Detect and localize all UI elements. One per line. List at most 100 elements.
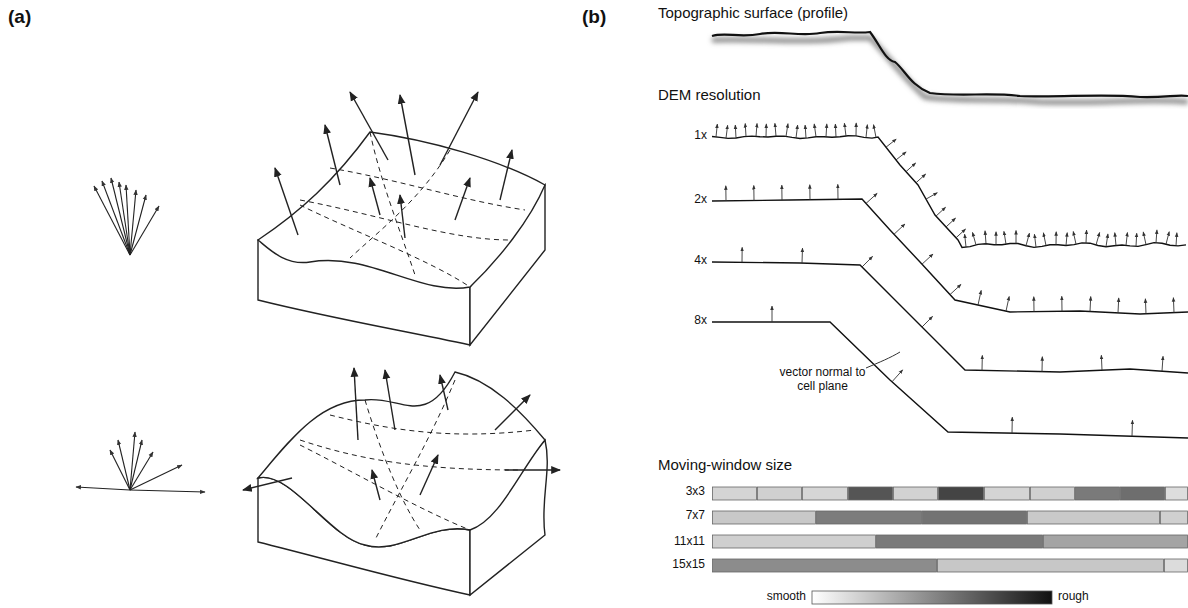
window-cell — [939, 487, 984, 500]
window-cell — [985, 487, 1030, 500]
normal-vector — [1126, 233, 1127, 246]
dem-profile — [712, 199, 1188, 314]
normal-vector — [1145, 299, 1147, 314]
normal-vector — [814, 124, 816, 137]
normal-vector — [982, 355, 983, 370]
window-label: 7x7 — [686, 509, 705, 523]
dem-profile — [712, 322, 1188, 438]
smooth-block — [258, 132, 545, 345]
window-cell — [1161, 511, 1188, 524]
normal-vector — [837, 184, 838, 199]
window-cell — [1166, 487, 1188, 500]
window-cell — [713, 487, 757, 500]
window-cell — [1121, 487, 1165, 500]
normal-vector — [1115, 233, 1116, 246]
normal-vector — [1006, 296, 1009, 311]
normal-vector — [892, 370, 903, 382]
surface-shadow — [712, 38, 1188, 102]
normal-vector — [916, 174, 926, 183]
window-cell — [1076, 487, 1120, 500]
normal-vector — [896, 152, 906, 160]
normal-vector — [1043, 233, 1046, 246]
normal-vector — [1061, 296, 1062, 311]
normal-vector — [866, 125, 867, 138]
normal-vector — [796, 125, 798, 138]
window-cell — [713, 559, 937, 572]
window-bars — [713, 487, 1188, 572]
window-cell — [1044, 535, 1188, 548]
normal-vector — [1176, 233, 1178, 246]
normal-vector — [1096, 232, 1100, 244]
panel-letter: (a) — [8, 6, 31, 28]
normal-vector — [950, 284, 961, 294]
dem-profile — [712, 136, 1186, 248]
normal-vector — [1173, 298, 1175, 313]
normal-vector — [1156, 230, 1158, 243]
normal-vector — [856, 123, 857, 136]
normal-fan — [94, 178, 159, 255]
rough-block — [258, 372, 547, 595]
normal-vector — [1066, 233, 1067, 246]
normal-vector — [1004, 231, 1006, 244]
window-cell — [713, 511, 816, 524]
window-label: 3x3 — [686, 485, 705, 499]
normal-vector — [844, 123, 846, 136]
resolution-label: 1x — [694, 129, 707, 143]
window-cell — [1028, 511, 1160, 524]
normal-vector — [866, 193, 877, 203]
normal-vector — [886, 139, 896, 147]
normal-vector — [725, 186, 726, 201]
resolution-label: 4x — [694, 254, 707, 268]
normal-vector — [1166, 232, 1169, 245]
normal-vector — [1090, 297, 1092, 312]
normal-vector — [965, 234, 966, 247]
gradient-scale — [812, 591, 1052, 604]
normal-vector — [1086, 230, 1088, 243]
normal-vector — [745, 123, 747, 136]
normal-vector — [862, 256, 873, 267]
window-cell — [938, 559, 1164, 572]
normal-vector — [1034, 234, 1036, 247]
normal-vector — [772, 306, 773, 322]
normal-vector — [786, 124, 788, 137]
normal-vector — [1162, 356, 1163, 371]
panel-letter: (b) — [582, 6, 606, 28]
normal-vector — [805, 125, 807, 138]
normal-vector — [894, 224, 905, 234]
window-cell — [1165, 559, 1188, 572]
surface-normal — [243, 368, 560, 500]
window-cell — [923, 511, 1027, 524]
topographic-profile — [712, 32, 1188, 97]
normal-vector — [1012, 417, 1013, 433]
normal-vector — [922, 316, 933, 327]
normal-vector — [956, 229, 966, 238]
surface-normal — [275, 92, 512, 238]
normal-vector — [1042, 357, 1043, 372]
dem-profiles — [712, 123, 1188, 438]
normal-vector — [735, 125, 737, 138]
normal-vector — [1132, 420, 1133, 436]
normal-vector — [809, 185, 810, 200]
normal-vector — [906, 163, 916, 172]
resolution-label: 8x — [694, 314, 707, 328]
section-heading: DEM resolution — [658, 86, 761, 103]
window-cell — [817, 511, 922, 524]
scale-label: rough — [1058, 590, 1089, 604]
normal-vector — [753, 185, 754, 200]
normal-vector — [756, 123, 757, 136]
normal-vector — [874, 125, 876, 138]
callout-text: vector normal to cell plane — [775, 366, 870, 394]
window-label: 11x11 — [674, 535, 705, 549]
normal-vector — [1101, 355, 1103, 370]
normal-vector — [781, 185, 782, 200]
normal-vector — [1056, 232, 1057, 245]
window-cell — [894, 487, 938, 500]
normal-vector — [1143, 232, 1146, 245]
normal-vector — [978, 290, 981, 305]
normal-vector — [972, 232, 976, 245]
normal-vector — [742, 247, 743, 262]
normal-vector — [766, 124, 767, 137]
scale-label: smooth — [767, 590, 806, 604]
normal-vector — [802, 248, 803, 263]
